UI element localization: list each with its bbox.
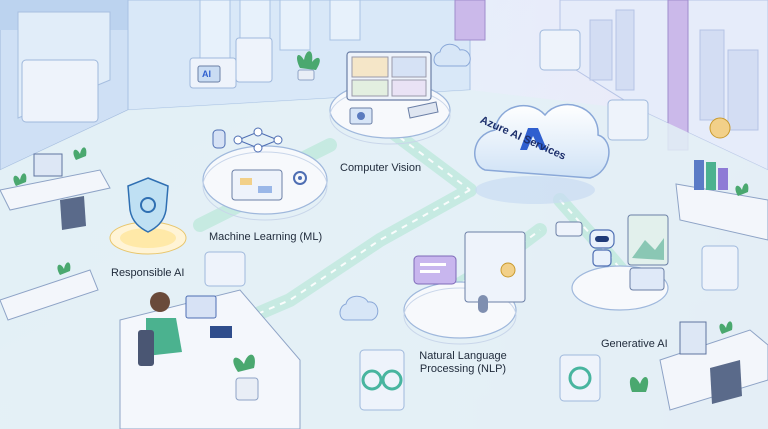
responsible-ai-platform [109, 177, 187, 255]
left-desk-top [0, 153, 111, 230]
skyline [589, 9, 759, 131]
machine-learning-label: Machine Learning (ML) [209, 231, 323, 243]
right-desk-bottom [659, 321, 768, 411]
ai-screen-icon [197, 65, 221, 83]
award-badge-icon [709, 117, 731, 139]
generative-ai-platform [555, 214, 669, 311]
generative-ai-label: Generative AI [601, 338, 668, 350]
shield-icon [127, 177, 169, 233]
security-camera-icon [407, 101, 439, 119]
smiley-icon [500, 262, 516, 278]
database-icon [212, 129, 226, 149]
cloud-icon [339, 295, 379, 321]
neural-network-icon [233, 127, 283, 153]
robot-icon [589, 229, 615, 267]
person-head [150, 292, 170, 312]
azure-cloud-hub [474, 104, 610, 204]
floating-cards [21, 29, 739, 411]
person-workstation [0, 269, 301, 429]
computer-vision-platform [329, 51, 451, 145]
right-shelf [675, 117, 768, 241]
text-document-icon [464, 231, 526, 303]
office-chair-icon [60, 196, 86, 230]
gear-icon [293, 171, 307, 185]
plants [13, 51, 749, 401]
flowchart-icon [231, 169, 283, 201]
responsible-ai-label: Responsible AI [111, 267, 185, 279]
microphone-icon [478, 295, 488, 313]
azure-logo-icon [520, 128, 547, 150]
chair [138, 330, 154, 366]
computer-vision-label: Computer Vision [340, 162, 422, 174]
nlp-label: Natural Language Processing (NLP) [419, 350, 507, 375]
machine-learning-platform [202, 127, 328, 221]
laptop-icon [185, 295, 217, 319]
person-body [146, 318, 182, 356]
cloud-icon [433, 43, 471, 67]
nlp-platform [403, 231, 526, 345]
ai-screen-text: AI [202, 69, 211, 79]
